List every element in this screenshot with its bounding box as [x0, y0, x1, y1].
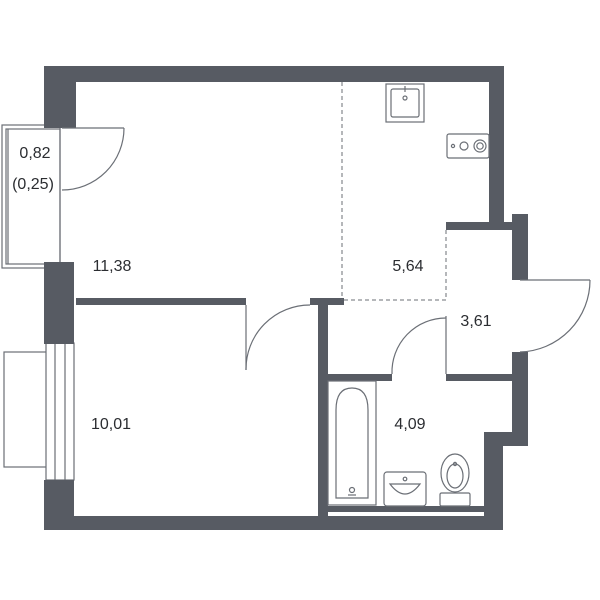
toilet-icon [439, 453, 471, 507]
bathroom-area-label: 4,09 [394, 416, 425, 433]
door-bathroom [391, 316, 447, 375]
balcony [1, 124, 61, 269]
hallway-area-label: 3,61 [460, 313, 491, 330]
living-room-area-label: 11,38 [93, 258, 132, 275]
balcony-area-label: 0,82 [19, 145, 50, 162]
walls [44, 66, 528, 530]
stove-icon [446, 133, 490, 159]
washbasin-icon [383, 471, 427, 507]
bedroom-area-label: 10,01 [91, 416, 131, 433]
balcony-reduced-area-label: (0,25) [12, 176, 54, 193]
window [3, 342, 75, 481]
bathtub-icon [327, 380, 377, 506]
door-bedroom [245, 304, 311, 371]
kitchen-area-label: 5,64 [392, 258, 423, 275]
door-entrance [519, 279, 591, 353]
kitchen-zone-boundary [341, 82, 447, 301]
sink-icon [385, 83, 425, 123]
door-balcony [61, 127, 125, 191]
